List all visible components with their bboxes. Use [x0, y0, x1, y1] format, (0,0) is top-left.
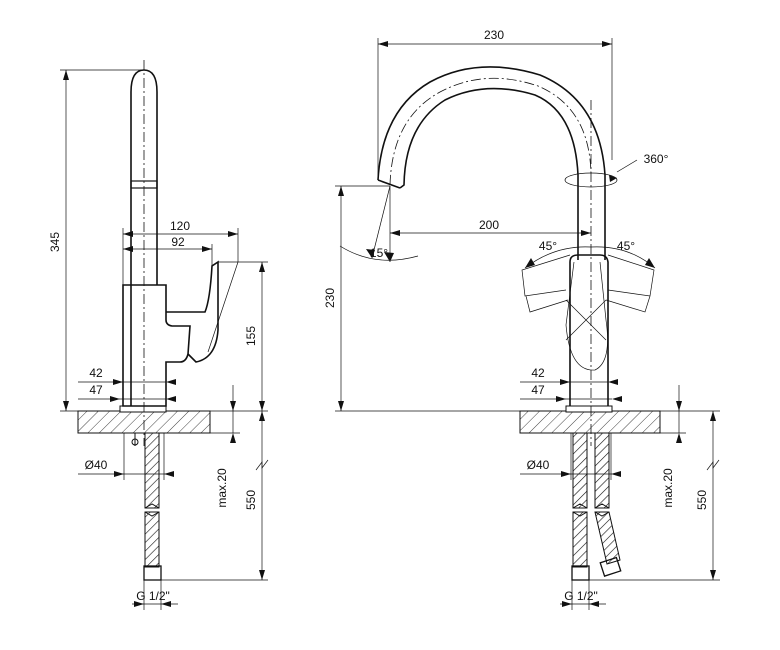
front-base-small-label: 42 [531, 366, 545, 380]
front-thread-label: G 1/2" [564, 589, 598, 603]
side-max-label: max.20 [215, 468, 229, 508]
front-rotation-label: 360° [644, 152, 669, 166]
front-height-label: 230 [323, 288, 337, 308]
side-faucet-body [122, 284, 191, 407]
front-lever-left-label: 45° [539, 239, 557, 253]
front-hose-label: 550 [695, 490, 709, 510]
side-height-label: 345 [48, 232, 62, 252]
front-spout-angle-label: 15° [370, 246, 388, 260]
front-reach-label: 200 [479, 218, 499, 232]
front-width-label: 230 [484, 28, 504, 42]
side-hole-label: Ø40 [85, 458, 108, 472]
side-base-large-label: 47 [89, 383, 103, 397]
side-hose [144, 432, 160, 509]
side-handle-height-label: 155 [244, 326, 258, 346]
side-hose-label: 550 [244, 490, 258, 510]
front-hole-label: Ø40 [527, 458, 550, 472]
front-gooseneck-spout [377, 66, 606, 260]
front-faucet-body [569, 254, 609, 406]
side-view: 345 120 92 155 42 47 [48, 60, 269, 610]
front-lever [565, 261, 608, 371]
side-base-small-label: 42 [89, 366, 103, 380]
front-countertop [519, 410, 661, 434]
front-base-large-label: 47 [531, 383, 545, 397]
front-max-label: max.20 [661, 468, 675, 508]
front-hose-right [594, 511, 621, 565]
side-handle-label: 92 [171, 235, 185, 249]
side-handle [166, 260, 219, 363]
side-reach-label: 120 [170, 219, 190, 233]
front-view: 360° 45° 45° 230 200 [323, 28, 720, 610]
side-thread-label: G 1/2" [136, 589, 170, 603]
front-lever-right-label: 45° [617, 239, 635, 253]
front-hose-left [572, 432, 588, 509]
